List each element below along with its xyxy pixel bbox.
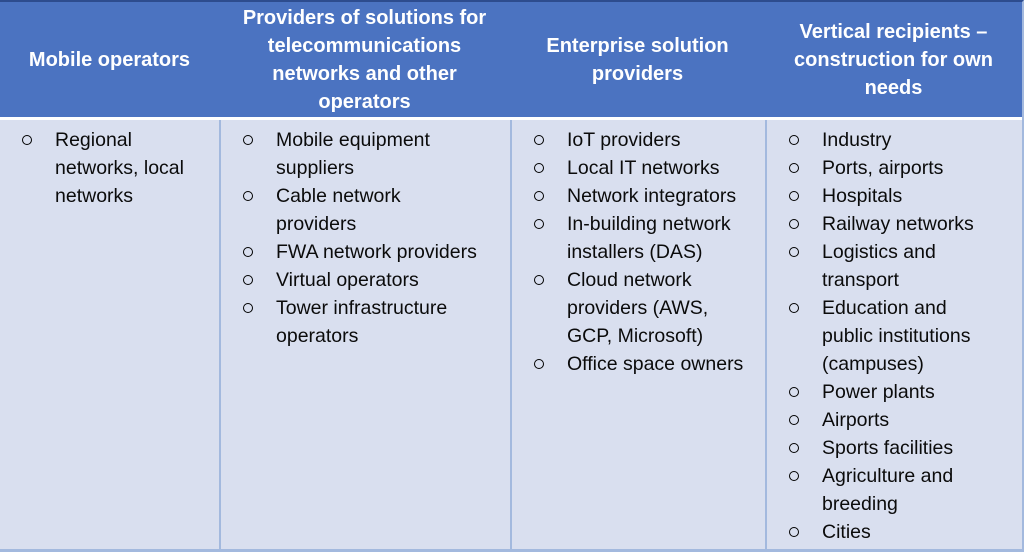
list-item-text: Sports facilities [822,437,954,459]
list-item: IoT providers [512,126,765,154]
list-item: Cities [767,518,1022,546]
circle-bullet-icon [789,219,799,229]
circle-bullet-icon [534,359,544,369]
list-item-text: Virtual operators [276,269,419,291]
list-item-text: Industry [822,129,892,151]
list-item: Mobile equipment suppliers [221,126,510,182]
list-item: In-building network installers (DAS) [512,210,765,266]
circle-bullet-icon [789,163,799,173]
circle-bullet-icon [243,135,253,145]
column-header-telecom-solution-providers: Providers of solutions for telecommunica… [242,7,487,113]
mobile-operators-list: Regional networks, local networks [0,126,219,210]
list-item-text: Cities [822,521,871,543]
list-item-text: FWA network providers [276,241,477,263]
list-item: Office space owners [512,350,765,378]
list-item: FWA network providers [221,238,510,266]
list-item: Local IT networks [512,154,765,182]
circle-bullet-icon [789,135,799,145]
list-item-text: Cable network providers [276,185,401,235]
list-item: Education and public institutions (campu… [767,294,1022,378]
list-item: Tower infrastructure operators [221,294,510,350]
circle-bullet-icon [534,135,544,145]
list-item: Hospitals [767,182,1022,210]
list-item-text: Mobile equipment suppliers [276,129,430,179]
list-item: Virtual operators [221,266,510,294]
circle-bullet-icon [789,415,799,425]
circle-bullet-icon [243,247,253,257]
circle-bullet-icon [243,191,253,201]
circle-bullet-icon [534,275,544,285]
list-item-text: Tower infrastructure operators [276,297,448,347]
list-item-text: Airports [822,409,890,431]
list-item-text: Network integrators [567,185,737,207]
circle-bullet-icon [789,191,799,201]
circle-bullet-icon [243,303,253,313]
circle-bullet-icon [789,303,799,313]
circle-bullet-icon [534,219,544,229]
list-item: Industry [767,126,1022,154]
list-item-text: Power plants [822,381,935,403]
list-item: Cloud network providers (AWS, GCP, Micro… [512,266,765,350]
circle-bullet-icon [789,247,799,257]
list-item: Cable network providers [221,182,510,238]
circle-bullet-icon [789,527,799,537]
list-item: Network integrators [512,182,765,210]
circle-bullet-icon [789,443,799,453]
list-item-text: In-building network installers (DAS) [567,213,731,263]
list-item-text: IoT providers [567,129,681,151]
list-item-text: Hospitals [822,185,903,207]
table-header-row: Mobile operators Providers of solutions … [0,2,1022,120]
list-item-text: Railway networks [822,213,974,235]
list-item: Sports facilities [767,434,1022,462]
column-header-vertical-recipients: Vertical recipients – construction for o… [794,21,993,99]
list-item: Power plants [767,378,1022,406]
list-item-text: Regional networks, local networks [55,129,184,207]
cell-mobile-operators: Regional networks, local networks [0,120,219,549]
list-item-text: Office space owners [567,353,744,375]
list-item: Regional networks, local networks [0,126,219,210]
list-item-text: Logistics and transport [822,241,936,291]
list-item: Railway networks [767,210,1022,238]
list-item: Agriculture and breeding [767,462,1022,518]
circle-bullet-icon [534,163,544,173]
circle-bullet-icon [789,471,799,481]
circle-bullet-icon [534,191,544,201]
list-item-text: Education and public institutions (campu… [822,297,971,375]
column-header-mobile-operators: Mobile operators [28,49,191,71]
list-item: Airports [767,406,1022,434]
list-item: Ports, airports [767,154,1022,182]
circle-bullet-icon [22,135,32,145]
circle-bullet-icon [243,275,253,285]
list-item-text: Cloud network providers (AWS, GCP, Micro… [567,269,709,347]
table-body-row: Regional networks, local networks Mobile… [0,120,1022,549]
circle-bullet-icon [789,387,799,397]
list-item-text: Agriculture and breeding [822,465,954,515]
list-item-text: Ports, airports [822,157,944,179]
column-header-enterprise-solution-providers: Enterprise solution providers [546,35,729,85]
list-item: Logistics and transport [767,238,1022,294]
list-item-text: Local IT networks [567,157,720,179]
